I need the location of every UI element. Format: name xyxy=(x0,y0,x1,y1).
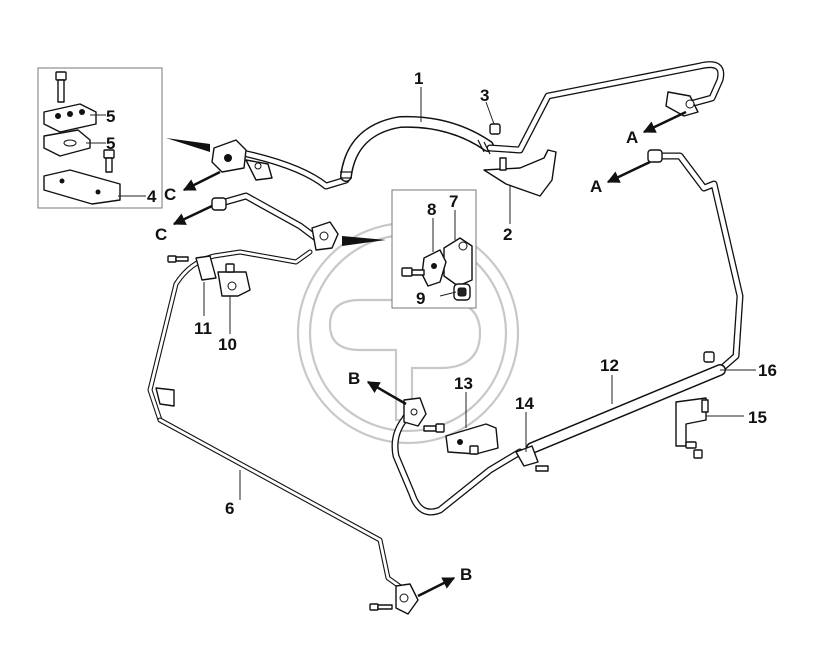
inset-box-clamp-assembly xyxy=(37,67,163,209)
bracket-part-2 xyxy=(483,149,557,197)
connection-label-c-upper: C xyxy=(164,185,176,204)
callout-16: 16 xyxy=(758,361,777,380)
bracket-plate xyxy=(43,169,121,205)
connection-label-a-lower: A xyxy=(590,177,602,196)
pipe-c-lower xyxy=(211,192,320,242)
callout-5-upper: 5 xyxy=(106,107,115,126)
hose-11-assembly xyxy=(147,249,313,423)
pipe-1-fitting xyxy=(211,139,273,181)
fitting-part-14 xyxy=(515,445,549,472)
callout-11: 11 xyxy=(194,319,212,338)
pointer-triangle xyxy=(166,138,210,152)
pointer-triangle xyxy=(342,236,386,246)
clip-fitting xyxy=(311,221,339,251)
bolt-icon xyxy=(103,149,115,173)
callout-7: 7 xyxy=(449,192,458,211)
pipe-b-upper xyxy=(391,400,524,516)
arrow-c-lower xyxy=(172,204,213,226)
bracket-part-10 xyxy=(217,263,251,297)
bolt-icon xyxy=(167,255,189,263)
callout-4: 4 xyxy=(147,187,157,206)
callout-3: 3 xyxy=(480,86,489,105)
callout-8: 8 xyxy=(427,200,436,219)
pipe-6-end-fitting xyxy=(369,583,419,615)
bracket-part-15 xyxy=(675,397,709,459)
pipe-6 xyxy=(157,417,405,591)
clip-b-upper xyxy=(403,397,445,433)
bracket-pipe-6 xyxy=(155,387,175,407)
pipe-1-end-fitting xyxy=(665,91,699,117)
arrow-a-lower xyxy=(606,160,651,184)
connection-label-b-upper: B xyxy=(348,369,360,388)
pipe-1 xyxy=(234,61,725,190)
clamp-lower-half xyxy=(43,129,91,157)
nut-part-3 xyxy=(489,123,501,135)
connection-label-b-lower: B xyxy=(460,565,472,584)
arrow-b-upper xyxy=(366,380,407,406)
clamp-upper-half xyxy=(43,103,97,133)
hose-12 xyxy=(526,351,726,454)
inset-box-clip-assembly xyxy=(391,189,477,309)
callout-15: 15 xyxy=(748,408,767,427)
callout-14: 14 xyxy=(515,394,534,413)
bolt-icon xyxy=(401,267,425,277)
callout-1: 1 xyxy=(414,69,423,88)
clip-part-7 xyxy=(443,237,473,287)
arrow-c-upper xyxy=(182,170,221,192)
bolt-icon xyxy=(55,71,67,103)
pipe-a-lower xyxy=(647,149,744,374)
callout-9: 9 xyxy=(416,289,425,308)
callout-12: 12 xyxy=(600,356,619,375)
callout-13: 13 xyxy=(454,374,473,393)
arrow-a-upper xyxy=(642,110,687,134)
connection-label-c-lower: C xyxy=(155,225,167,244)
callout-10: 10 xyxy=(218,335,237,354)
callout-6: 6 xyxy=(225,499,234,518)
grommet-part-9 xyxy=(453,283,471,301)
leader-lines xyxy=(203,87,756,500)
callout-5-lower: 5 xyxy=(106,134,115,153)
bracket-part-13 xyxy=(445,423,499,455)
connection-label-a-upper: A xyxy=(626,128,638,147)
callout-2: 2 xyxy=(503,225,512,244)
arrow-b-lower xyxy=(417,576,456,598)
